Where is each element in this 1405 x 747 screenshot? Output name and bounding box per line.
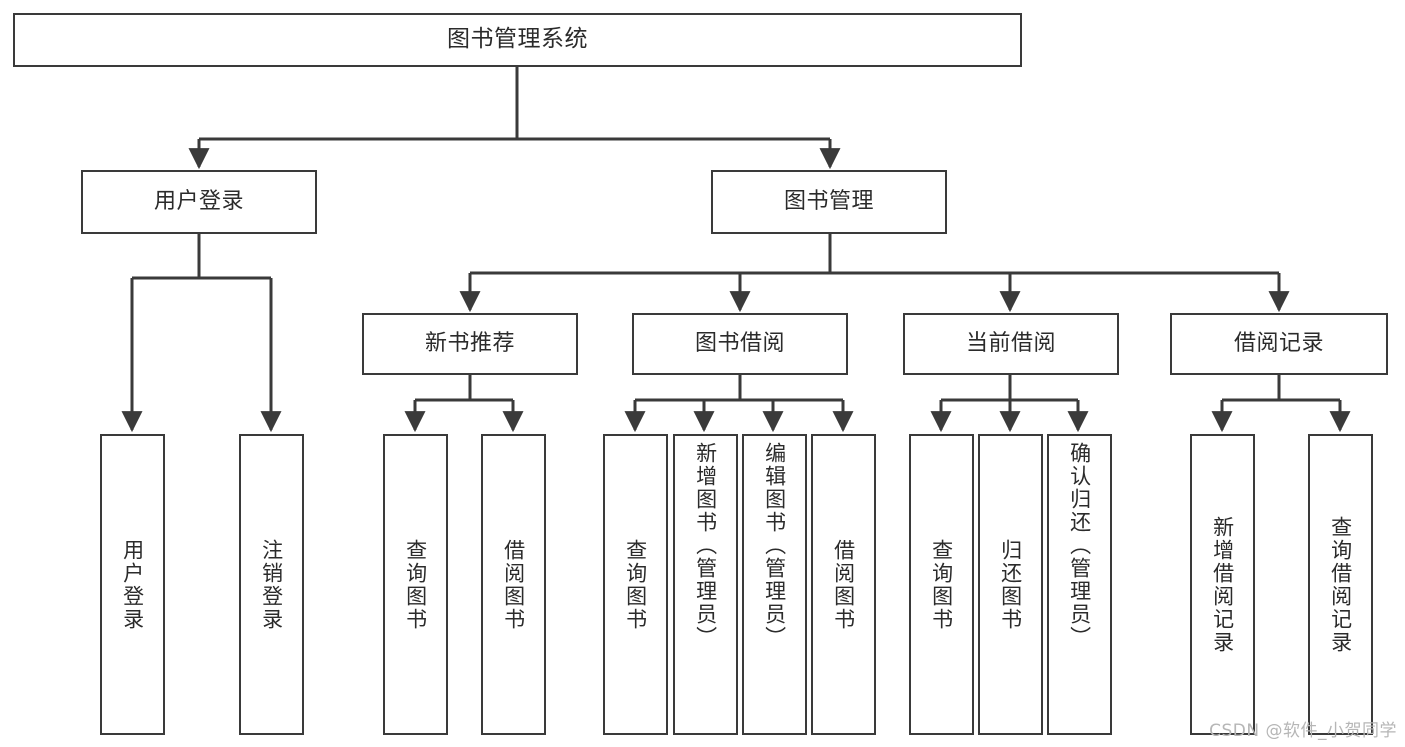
- node-label: 用户登录: [120, 538, 145, 631]
- node-book-borrow[interactable]: 图书借阅: [632, 313, 848, 375]
- node-book-management[interactable]: 图书管理: [711, 170, 947, 234]
- node-label: 查询图书: [403, 538, 428, 631]
- node-current-borrow[interactable]: 当前借阅: [903, 313, 1119, 375]
- leaf-query-book-borrow[interactable]: 查询图书: [603, 434, 668, 735]
- node-label: 借阅图书: [831, 538, 856, 631]
- watermark-csdn: CSDN @软件_小贺同学: [1209, 721, 1397, 741]
- leaf-query-book-recommend[interactable]: 查询图书: [383, 434, 448, 735]
- node-label: 查询图书: [623, 538, 648, 631]
- leaf-borrow-book-recommend[interactable]: 借阅图书: [481, 434, 546, 735]
- leaf-edit-book-admin[interactable]: 编辑图书（管理员）: [742, 434, 807, 735]
- node-user-login[interactable]: 用户登录: [81, 170, 317, 234]
- node-label: 图书管理系统: [447, 26, 588, 53]
- node-root-book-management-system[interactable]: 图书管理系统: [13, 13, 1022, 67]
- node-label: 新增图书（管理员）: [693, 442, 718, 649]
- node-label: 图书管理: [783, 189, 874, 215]
- node-label: 查询图书: [929, 538, 954, 631]
- node-label: 归还图书: [998, 538, 1023, 631]
- leaf-add-book-admin[interactable]: 新增图书（管理员）: [673, 434, 738, 735]
- node-label: 确认归还（管理员）: [1067, 442, 1092, 649]
- node-borrow-record[interactable]: 借阅记录: [1170, 313, 1388, 375]
- leaf-confirm-return-admin[interactable]: 确认归还（管理员）: [1047, 434, 1112, 735]
- leaf-logout-login[interactable]: 注销登录: [239, 434, 304, 735]
- node-label: 当前借阅: [965, 331, 1056, 357]
- node-label: 用户登录: [153, 189, 244, 215]
- node-label: 编辑图书（管理员）: [762, 442, 787, 649]
- node-label: 图书借阅: [694, 331, 785, 357]
- node-label: 查询借阅记录: [1328, 515, 1353, 654]
- leaf-user-login[interactable]: 用户登录: [100, 434, 165, 735]
- node-label: 借阅图书: [501, 538, 526, 631]
- node-label: 新书推荐: [424, 331, 515, 357]
- leaf-return-book[interactable]: 归还图书: [978, 434, 1043, 735]
- leaf-query-book-current[interactable]: 查询图书: [909, 434, 974, 735]
- leaf-add-borrow-record[interactable]: 新增借阅记录: [1190, 434, 1255, 735]
- node-new-book-recommend[interactable]: 新书推荐: [362, 313, 578, 375]
- leaf-borrow-book-borrow[interactable]: 借阅图书: [811, 434, 876, 735]
- node-label: 借阅记录: [1233, 331, 1324, 357]
- node-label: 新增借阅记录: [1210, 515, 1235, 654]
- leaf-query-borrow-record[interactable]: 查询借阅记录: [1308, 434, 1373, 735]
- node-label: 注销登录: [259, 538, 284, 631]
